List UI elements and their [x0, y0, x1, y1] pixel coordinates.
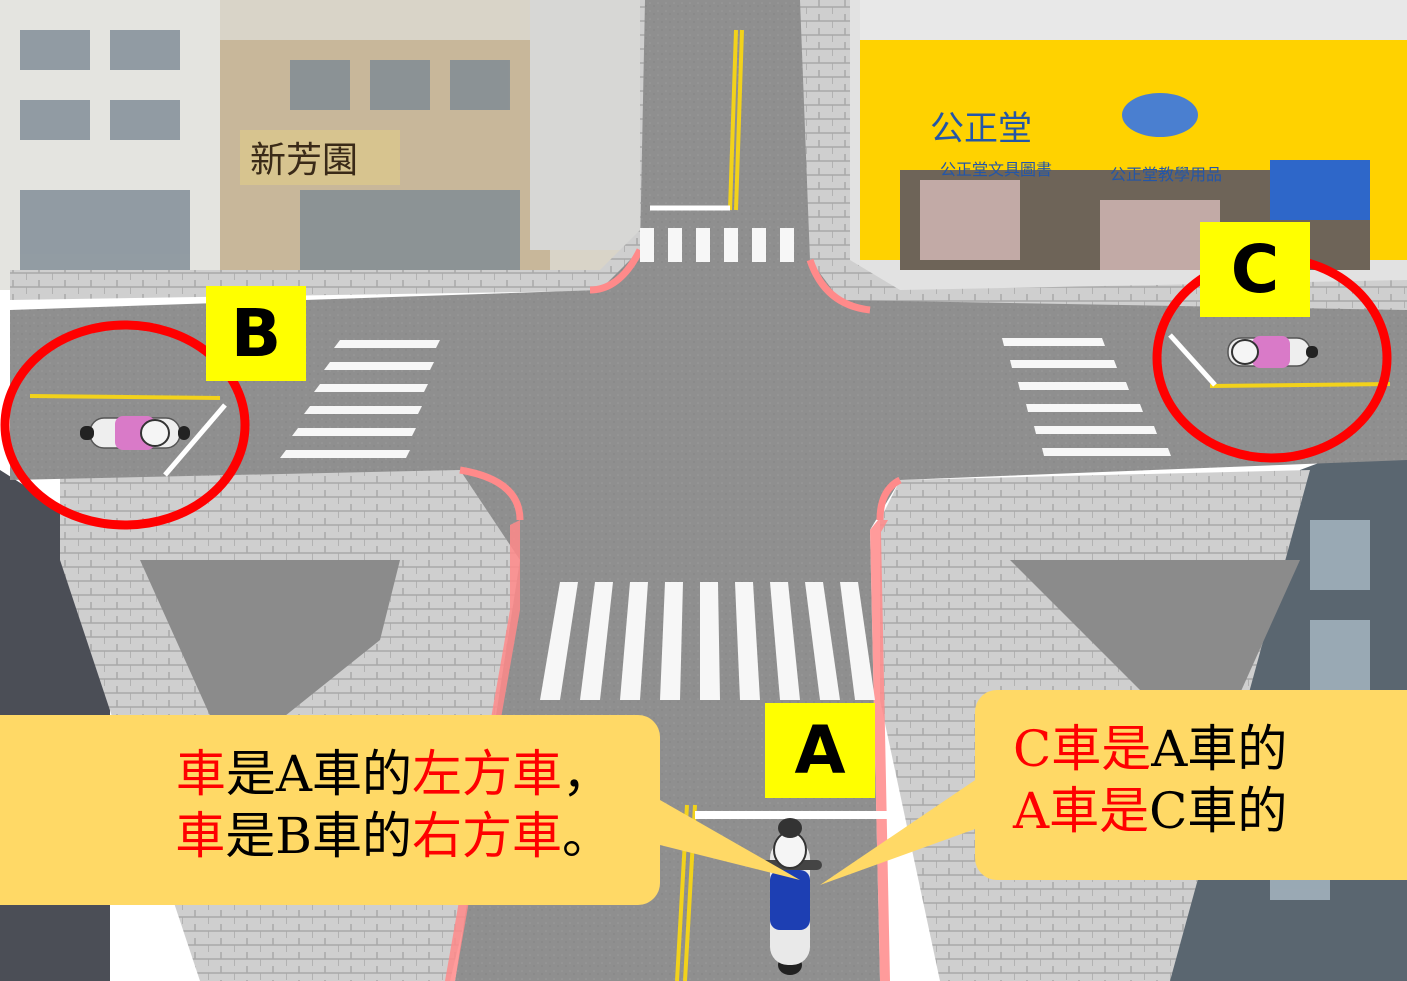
crosswalks	[280, 228, 1171, 700]
scooter-c	[1227, 336, 1318, 368]
callout-text-segment: C車是	[1013, 720, 1152, 778]
roads	[10, 0, 1407, 981]
callout-text-segment: 車	[175, 807, 226, 865]
right-callout-line-1: C車是A車的	[1013, 718, 1287, 780]
left-callout-line-2: 車是B車的右方車。	[175, 805, 612, 867]
callout-text-segment: 右方車	[412, 807, 562, 865]
label-a: A	[765, 703, 875, 798]
highlight-circle-b	[0, 320, 250, 530]
callout-text-segment: C車的	[1149, 782, 1288, 840]
callout-text-segment: 車	[175, 745, 226, 803]
callout-text-segment: 。	[562, 807, 612, 865]
left-callout-line-1: 車是A車的左方車，	[175, 743, 612, 805]
label-c: C	[1200, 222, 1310, 317]
left-callout-tail	[640, 800, 800, 880]
callout-text-segment: 是B車的	[225, 807, 412, 865]
right-callout-line-2: A車是C車的	[1013, 780, 1287, 842]
scooter-b	[80, 416, 190, 450]
right-store-sign-2: 公正堂文具圖書	[940, 160, 1052, 179]
right-store-sign-1: 公正堂	[930, 109, 1032, 149]
left-callout: 車是A車的左方車， 車是B車的右方車。	[0, 715, 660, 905]
callout-text-segment: ，	[562, 745, 612, 803]
callout-text-segment: A車是	[1013, 782, 1150, 840]
callout-text-segment: 是A車的	[225, 745, 412, 803]
callout-text-segment: A車的	[1151, 720, 1288, 778]
left-store-sign: 新芳園	[250, 140, 358, 181]
left-buildings: 新芳園	[0, 0, 700, 290]
right-callout-tail	[820, 770, 1000, 885]
scooter-a	[758, 818, 822, 975]
label-b: B	[206, 286, 306, 381]
right-callout: C車是A車的 A車是C車的	[975, 690, 1407, 880]
right-store-sign-3: 公正堂教學用品	[1110, 165, 1222, 184]
callout-text-segment: 左方車	[412, 745, 562, 803]
